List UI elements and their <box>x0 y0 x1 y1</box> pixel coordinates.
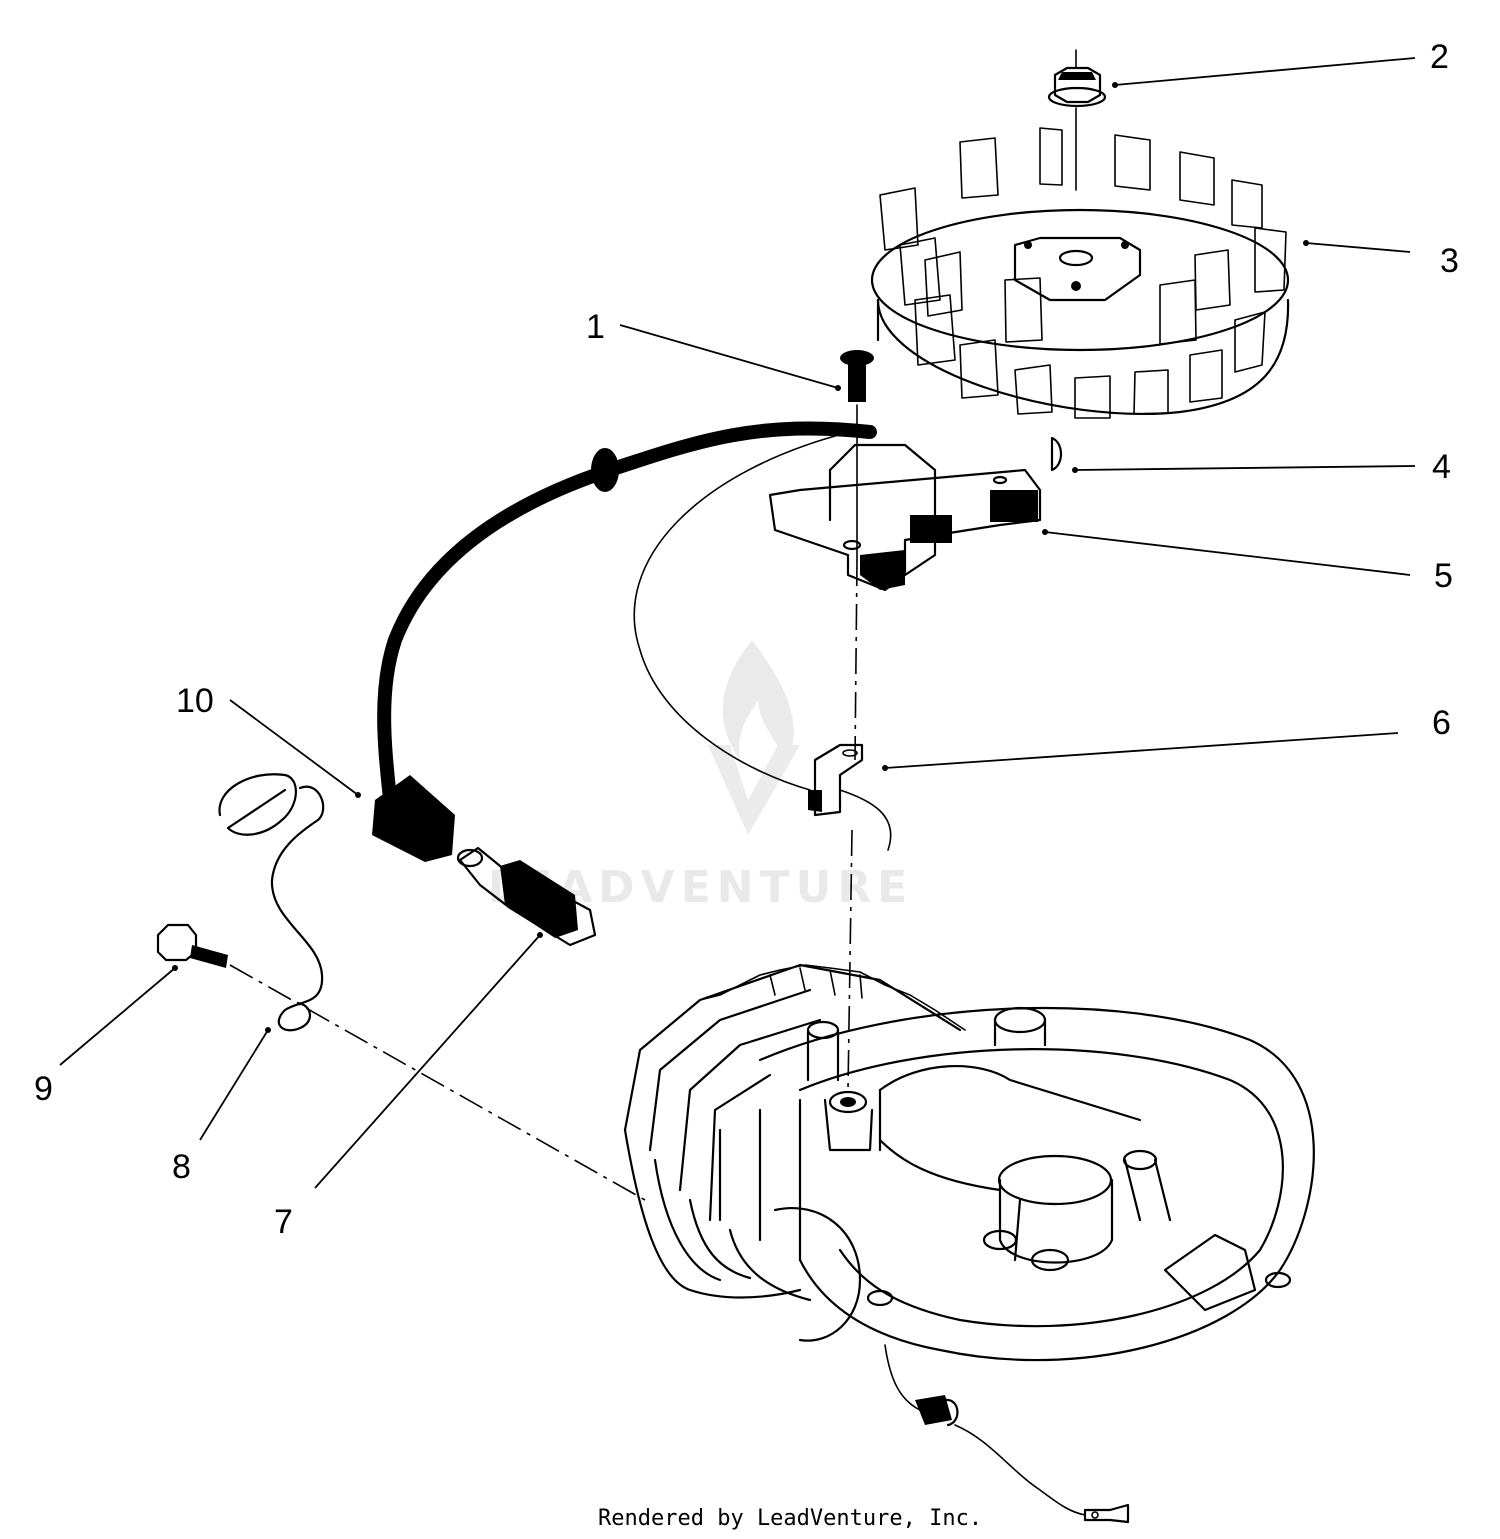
callout-6: 6 <box>1432 704 1451 742</box>
callout-7: 7 <box>274 1203 293 1241</box>
watermark-flame-icon <box>722 640 794 765</box>
footer-credit: Rendered by LeadVenture, Inc. <box>598 1506 982 1531</box>
assembly-lines <box>229 559 858 1201</box>
ground-bolt <box>156 923 228 968</box>
callout-8: 8 <box>172 1148 191 1186</box>
leader-lines <box>59 57 1416 1189</box>
flywheel-nut <box>1047 49 1107 191</box>
ground-wire <box>218 773 325 1032</box>
ground-lead <box>884 1344 1130 1524</box>
watermark: LEADVENTURE <box>488 640 907 913</box>
callout-4: 4 <box>1432 448 1451 486</box>
callout-2: 2 <box>1430 38 1449 76</box>
callout-9: 9 <box>34 1070 53 1108</box>
spark-plug-wire <box>372 421 877 862</box>
callout-5: 5 <box>1434 557 1453 595</box>
callout-10: 10 <box>176 682 214 720</box>
flywheel-key <box>1050 436 1063 472</box>
callouts: 1 2 3 4 5 6 7 8 9 10 <box>34 38 1459 1241</box>
callout-3: 3 <box>1440 242 1459 280</box>
spark-plug <box>456 846 597 947</box>
ignition-coil <box>768 443 1042 592</box>
callout-1: 1 <box>586 308 605 346</box>
watermark-v-icon <box>708 745 800 835</box>
flywheel <box>870 127 1290 419</box>
engine-block <box>623 963 1315 1362</box>
wire-clip <box>808 743 892 851</box>
